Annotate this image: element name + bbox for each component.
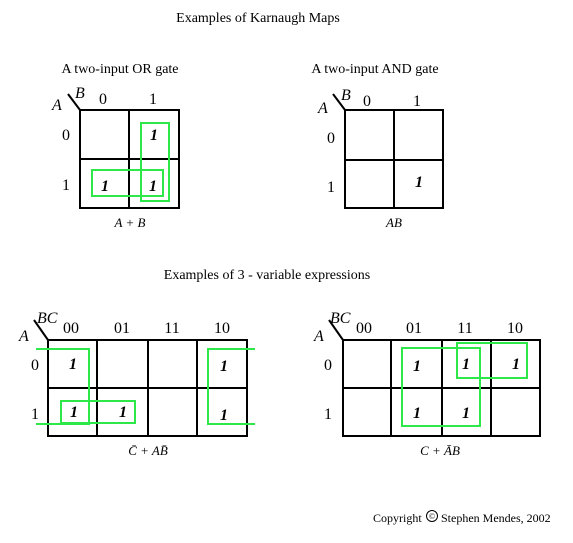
kmap-3b-group <box>456 342 528 379</box>
kmap-3a-expression: C̄ + AB̄ <box>128 443 168 458</box>
kmap-3b-col-header: 11 <box>457 320 472 337</box>
kmap-3var-right: A BC 00 01 11 10 0 1 1 1 1 1 1 C + ĀB <box>313 310 541 458</box>
kmap-3a-group <box>36 348 90 425</box>
section-title: Examples of 3 - variable expressions <box>164 268 370 283</box>
kmap-3b-cell <box>342 387 392 437</box>
kmap-or-row-header: 1 <box>62 177 70 194</box>
kmap-3b-col-header: 10 <box>507 320 523 337</box>
kmap-3a-group <box>207 348 255 425</box>
kmap-and-expression: AB <box>385 215 402 230</box>
kmap-3b-cell-value: 1 <box>413 405 421 422</box>
kmap-or-corner-line <box>67 93 81 111</box>
page-title: Examples of Karnaugh Maps <box>176 11 340 26</box>
kmap-3a-row-var: A <box>18 328 29 345</box>
kmap-3b-cell-value: 1 <box>413 358 421 375</box>
kmap-3a-row-header: 1 <box>31 406 39 423</box>
kmap-and-col-var: B <box>341 87 351 104</box>
kmap-3b-col-var: BC <box>330 310 351 327</box>
kmap-3a-cell <box>147 387 198 437</box>
kmap-or-group <box>91 169 164 197</box>
kmap-3b-col-header: 00 <box>356 320 372 337</box>
kmap-3b-row-var: A <box>313 328 324 345</box>
kmap-3b-cell <box>490 387 541 437</box>
kmap-and: A two-input AND gate A B 0 1 0 1 1 AB <box>311 62 444 230</box>
kmap-3a-cell-value: 1 <box>220 407 228 424</box>
kmap-3a-cell-value: 1 <box>119 404 127 421</box>
kmap-or-col-var: B <box>75 85 85 102</box>
kmap-3a-group <box>60 400 136 424</box>
kmap-and-cell <box>393 159 444 209</box>
kmap-or-cell <box>128 158 180 209</box>
kmap-3a-cell <box>96 339 149 389</box>
copyright-label: Copyright <box>373 511 422 525</box>
kmap-3a-corner-line <box>33 319 49 341</box>
kmap-3var-left: A BC 00 01 11 10 0 1 1 1 1 1 1 C̄ + AB̄ <box>18 310 255 458</box>
kmap-or-title: A two-input OR gate <box>61 62 178 77</box>
kmap-3a-col-header: 01 <box>114 320 130 337</box>
kmap-3b-group <box>401 347 481 427</box>
kmap-or-col-header: 1 <box>149 91 157 108</box>
kmap-3b-row-header: 0 <box>324 357 332 374</box>
kmap-3a-col-header: 00 <box>63 320 79 337</box>
kmap-or-group <box>140 122 170 202</box>
kmap-or-row-var: A <box>51 97 62 114</box>
kmap-3a-col-header: 11 <box>164 320 179 337</box>
kmap-or-cell-value: 1 <box>101 178 109 195</box>
kmap-3b-cell-value: 1 <box>462 405 470 422</box>
kmap-and-title: A two-input AND gate <box>311 62 438 77</box>
kmap-3a-row-header: 0 <box>31 357 39 374</box>
copyright-author: Stephen Mendes, 2002 <box>441 511 551 525</box>
kmap-or-cell <box>79 109 130 160</box>
kmap-3a-col-var: BC <box>37 310 58 327</box>
kmap-3a-cell-value: 1 <box>220 358 228 375</box>
kmap-3b-cell <box>342 339 392 389</box>
kmap-or: A two-input OR gate A B 0 1 0 1 1 1 1 A … <box>51 62 180 230</box>
kmap-3a-cell-value: 1 <box>70 404 78 421</box>
kmap-and-col-header: 1 <box>413 93 421 110</box>
kmap-3b-expression: C + ĀB <box>420 443 460 458</box>
copyright-symbol: © <box>429 512 435 521</box>
kmap-and-cell <box>393 109 444 161</box>
copyright-line: Copyright © Stephen Mendes, 2002 <box>373 510 551 525</box>
kmap-and-row-header: 1 <box>327 179 335 196</box>
kmap-or-row-header: 0 <box>62 127 70 144</box>
kmap-and-row-header: 0 <box>327 130 335 147</box>
kmap-and-cell <box>344 109 395 161</box>
kmap-or-col-header: 0 <box>99 91 107 108</box>
kmap-and-cell-value: 1 <box>415 174 423 191</box>
kmap-3b-cell-value: 1 <box>512 356 520 373</box>
kmap-and-corner-line <box>332 93 346 111</box>
kmap-3a-cell <box>147 339 198 389</box>
copyright-icon <box>426 510 438 522</box>
kmap-3b-cell-value: 1 <box>462 356 470 373</box>
kmap-3a-cell <box>196 387 248 437</box>
kmap-3b-corner-line <box>328 319 344 341</box>
kmap-and-row-var: A <box>317 100 328 117</box>
kmap-or-cell-value: 1 <box>149 178 157 195</box>
kmap-3a-cell-value: 1 <box>69 356 77 373</box>
kmap-3b-col-header: 01 <box>406 320 422 337</box>
kmap-or-cell-value: 1 <box>150 127 158 144</box>
kmap-3a-col-header: 10 <box>214 320 230 337</box>
kmap-3b-row-header: 1 <box>324 406 332 423</box>
kmap-and-cell <box>344 159 395 209</box>
kmap-and-col-header: 0 <box>363 93 371 110</box>
kmap-or-expression: A + B <box>114 215 146 230</box>
